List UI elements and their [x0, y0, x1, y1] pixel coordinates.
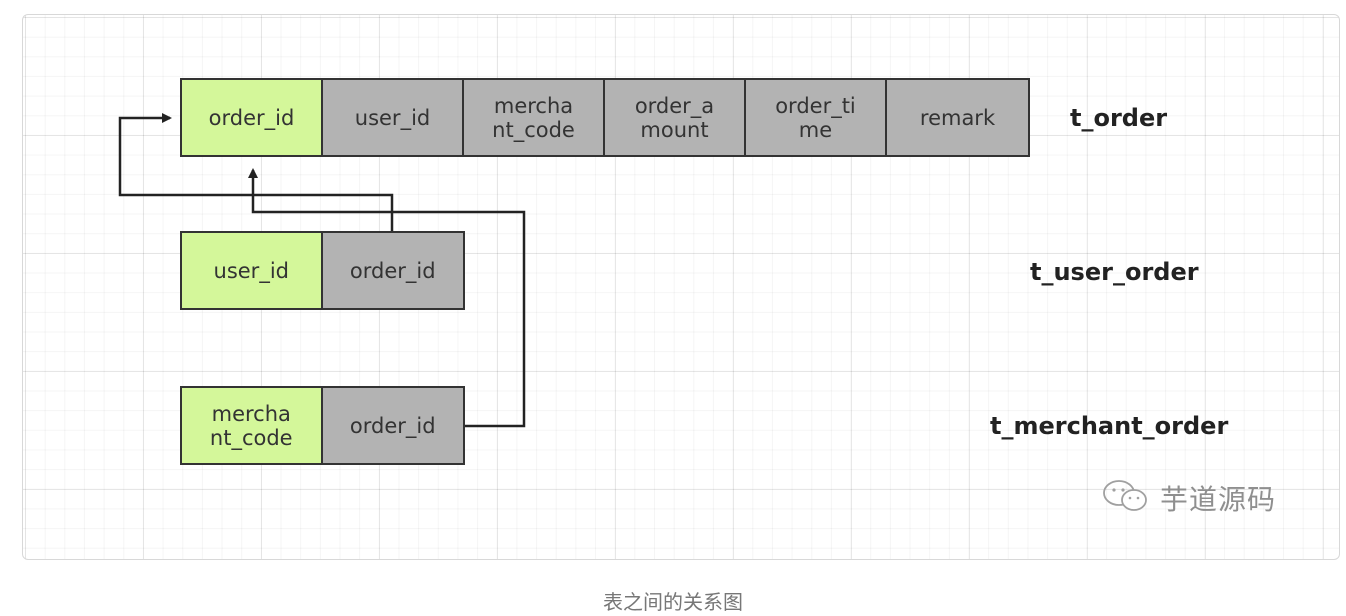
t-user-order-col-order-id: order_id	[322, 233, 463, 308]
t-merchant-order-col-order-id: order_id	[322, 388, 463, 463]
watermark-text: 芋道源码	[1160, 483, 1277, 516]
figure-caption: 表之间的关系图	[603, 590, 743, 614]
table-name-t-order: t_order	[1070, 104, 1168, 132]
t-order-col-remark: remark	[887, 80, 1028, 155]
table-t-user-order: user_id order_id	[180, 231, 465, 310]
t-merchant-order-col-merchant-code: mercha nt_code	[182, 388, 323, 463]
table-name-t-user-order: t_user_order	[1030, 258, 1199, 286]
table-name-t-merchant-order: t_merchant_order	[990, 412, 1229, 440]
wechat-icon	[1100, 478, 1152, 518]
t-order-col-order-id: order_id	[182, 80, 323, 155]
watermark: 芋道源码	[1100, 478, 1276, 518]
t-user-order-col-user-id: user_id	[182, 233, 323, 308]
table-t-merchant-order: mercha nt_code order_id	[180, 386, 465, 465]
table-t-order: order_id user_id mercha nt_code order_a …	[180, 78, 1030, 157]
t-order-col-user-id: user_id	[323, 80, 464, 155]
t-order-col-order-time: order_ti me	[746, 80, 887, 155]
t-order-col-order-amount: order_a mount	[605, 80, 746, 155]
t-order-col-merchant-code: mercha nt_code	[464, 80, 605, 155]
